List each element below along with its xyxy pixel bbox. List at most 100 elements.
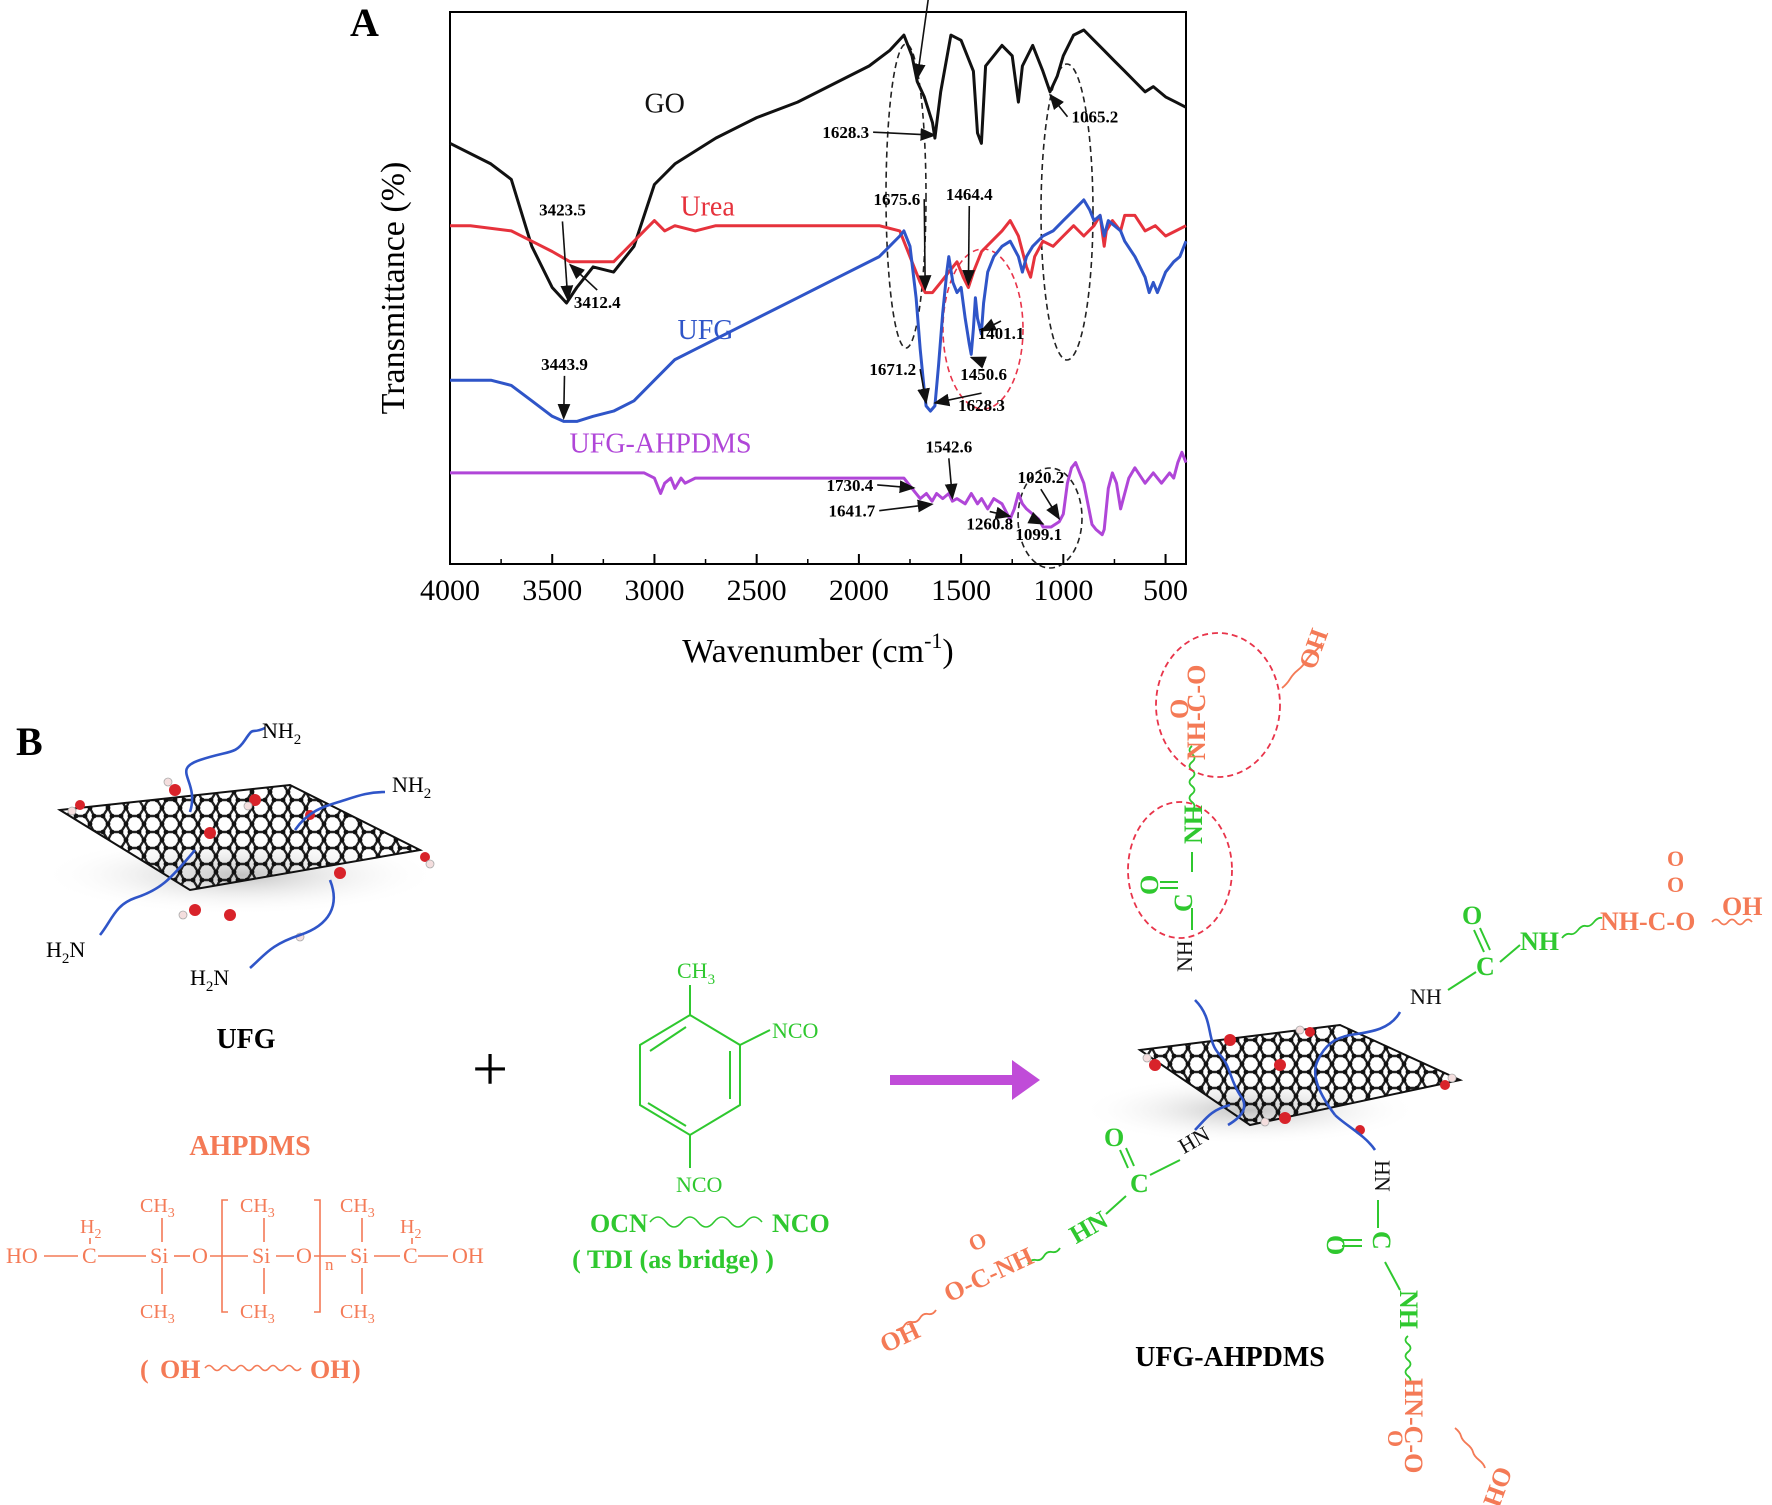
wavy-link	[1281, 642, 1323, 689]
h2n-label-1: H2N	[46, 937, 85, 967]
x-tick-label: 4000	[420, 574, 480, 607]
svg-text:Si: Si	[350, 1243, 368, 1268]
product-label: UFG-AHPDMS	[1135, 1342, 1325, 1373]
peak-label: 1730.4	[826, 476, 873, 495]
svg-text:(: (	[140, 1355, 149, 1384]
svg-text:OH: OH	[160, 1355, 200, 1384]
series-label: GO	[644, 88, 684, 119]
peak-label: 1671.2	[869, 360, 916, 379]
wavy-link	[1188, 745, 1196, 811]
ahpdms-label: AHPDMS	[189, 1131, 310, 1162]
svg-text:NH-C-O: NH-C-O	[1600, 907, 1695, 936]
x-tick-label: 3000	[624, 574, 684, 607]
series-line-go	[449, 28, 1187, 305]
svg-text:CH3: CH3	[140, 1301, 175, 1327]
wavy-link	[1454, 1427, 1486, 1469]
svg-text:CH3: CH3	[140, 1195, 175, 1221]
svg-text:O: O	[1104, 1123, 1124, 1152]
reaction-arrow-icon	[890, 1060, 1040, 1100]
svg-text:NH-C-O: NH-C-O	[1182, 665, 1211, 760]
svg-text:HN-C-O: HN-C-O	[1399, 1378, 1428, 1473]
annotation-arrow	[557, 375, 571, 420]
svg-text:Si: Si	[150, 1243, 168, 1268]
highlight-ellipse-middle	[1127, 801, 1233, 939]
series-line-urea	[450, 213, 1187, 295]
svg-text:NCO: NCO	[772, 1209, 830, 1238]
bond	[1479, 927, 1491, 951]
nh2-label-2: NH2	[392, 772, 431, 802]
annotation-arrow	[989, 506, 1012, 520]
peak-label: 3423.5	[539, 200, 586, 219]
svg-text:NH: NH	[1179, 805, 1208, 844]
tdi-structure	[639, 985, 771, 1168]
ahpdms-structure: HO C H2 Si CH3 CH3 O Si CH3 CH3 O n Si C…	[6, 1195, 484, 1327]
product-chain-bottom-left: HN C O HN O-C-NH O OH	[875, 1121, 1214, 1359]
peak-label: 1099.1	[1015, 525, 1062, 544]
peak-label: 1675.6	[873, 190, 920, 209]
svg-text:C: C	[1476, 952, 1495, 981]
svg-text:O: O	[1165, 699, 1194, 719]
tdi-labels: CH3 NCO NCO	[676, 958, 818, 1197]
svg-text:HN: HN	[1065, 1205, 1113, 1250]
peak-label: 1464.4	[946, 185, 993, 204]
peak-label: 1065.2	[1072, 108, 1119, 127]
annotation-arrow	[560, 221, 574, 302]
peak-label: 3443.9	[541, 355, 588, 374]
wavy-link	[1404, 1335, 1412, 1385]
oxygen-groups	[75, 784, 430, 921]
svg-text:CH3: CH3	[340, 1195, 375, 1221]
annotation-arrow	[568, 263, 598, 291]
annotation-arrow	[1027, 511, 1045, 525]
svg-text:C: C	[403, 1243, 418, 1268]
svg-text:OH: OH	[1477, 1463, 1518, 1505]
x-tick-label: 500	[1143, 574, 1188, 607]
svg-text:O: O	[1383, 1430, 1408, 1447]
peak-label: 3412.4	[574, 293, 621, 312]
graphene-sheet-icon	[1137, 1023, 1464, 1127]
svg-text:NCO: NCO	[772, 1018, 818, 1043]
bond	[1105, 1195, 1127, 1215]
peak-label: 1628.3	[958, 396, 1005, 415]
annotation-arrow	[969, 356, 987, 369]
peak-label: 1260.8	[966, 515, 1013, 534]
annotation-arrow	[1040, 488, 1061, 521]
x-tick-label: 1500	[931, 574, 991, 607]
product-chain-right: NH C O NH NH-C-O O O OH	[1410, 846, 1762, 1009]
svg-text:O: O	[1667, 872, 1684, 897]
series-label: UFG-AHPDMS	[570, 428, 752, 459]
svg-text:O: O	[1462, 901, 1482, 930]
svg-text:O-C-NH: O-C-NH	[939, 1241, 1038, 1308]
svg-text:OH: OH	[310, 1355, 350, 1384]
svg-text:NH: NH	[1520, 927, 1559, 956]
peak-label: 1450.6	[960, 365, 1007, 384]
svg-text:NH: NH	[1172, 940, 1197, 972]
hydrogen-groups	[67, 777, 435, 942]
annotation-arrow	[918, 199, 932, 292]
svg-text:NH: NH	[1394, 1290, 1423, 1329]
svg-text:OH: OH	[1293, 625, 1334, 673]
bond	[1384, 1261, 1401, 1291]
x-axis-label: Wavenumber (cm-1)	[682, 628, 953, 670]
series-line-ufg	[450, 198, 1188, 423]
svg-text:C: C	[82, 1243, 97, 1268]
oxygen-groups	[1149, 1027, 1450, 1135]
svg-text:O: O	[964, 1227, 990, 1257]
svg-text:O: O	[192, 1243, 208, 1268]
svg-text:O: O	[1667, 846, 1684, 871]
bond	[1499, 944, 1521, 963]
series-layer	[449, 28, 1188, 537]
annotation-arrow	[877, 480, 916, 494]
peak-label: 1641.7	[828, 502, 875, 521]
x-tick-label: 2000	[829, 574, 889, 607]
graphene-sheet-icon	[56, 783, 424, 892]
svg-text:NH: NH	[1410, 984, 1442, 1009]
series-label: Urea	[680, 191, 735, 222]
bond	[1473, 929, 1485, 953]
annotation-arrow	[879, 499, 934, 513]
peak-label: 1628.3	[822, 123, 869, 142]
x-tick-label: 3500	[522, 574, 582, 607]
nh2-label-1: NH2	[262, 718, 301, 748]
